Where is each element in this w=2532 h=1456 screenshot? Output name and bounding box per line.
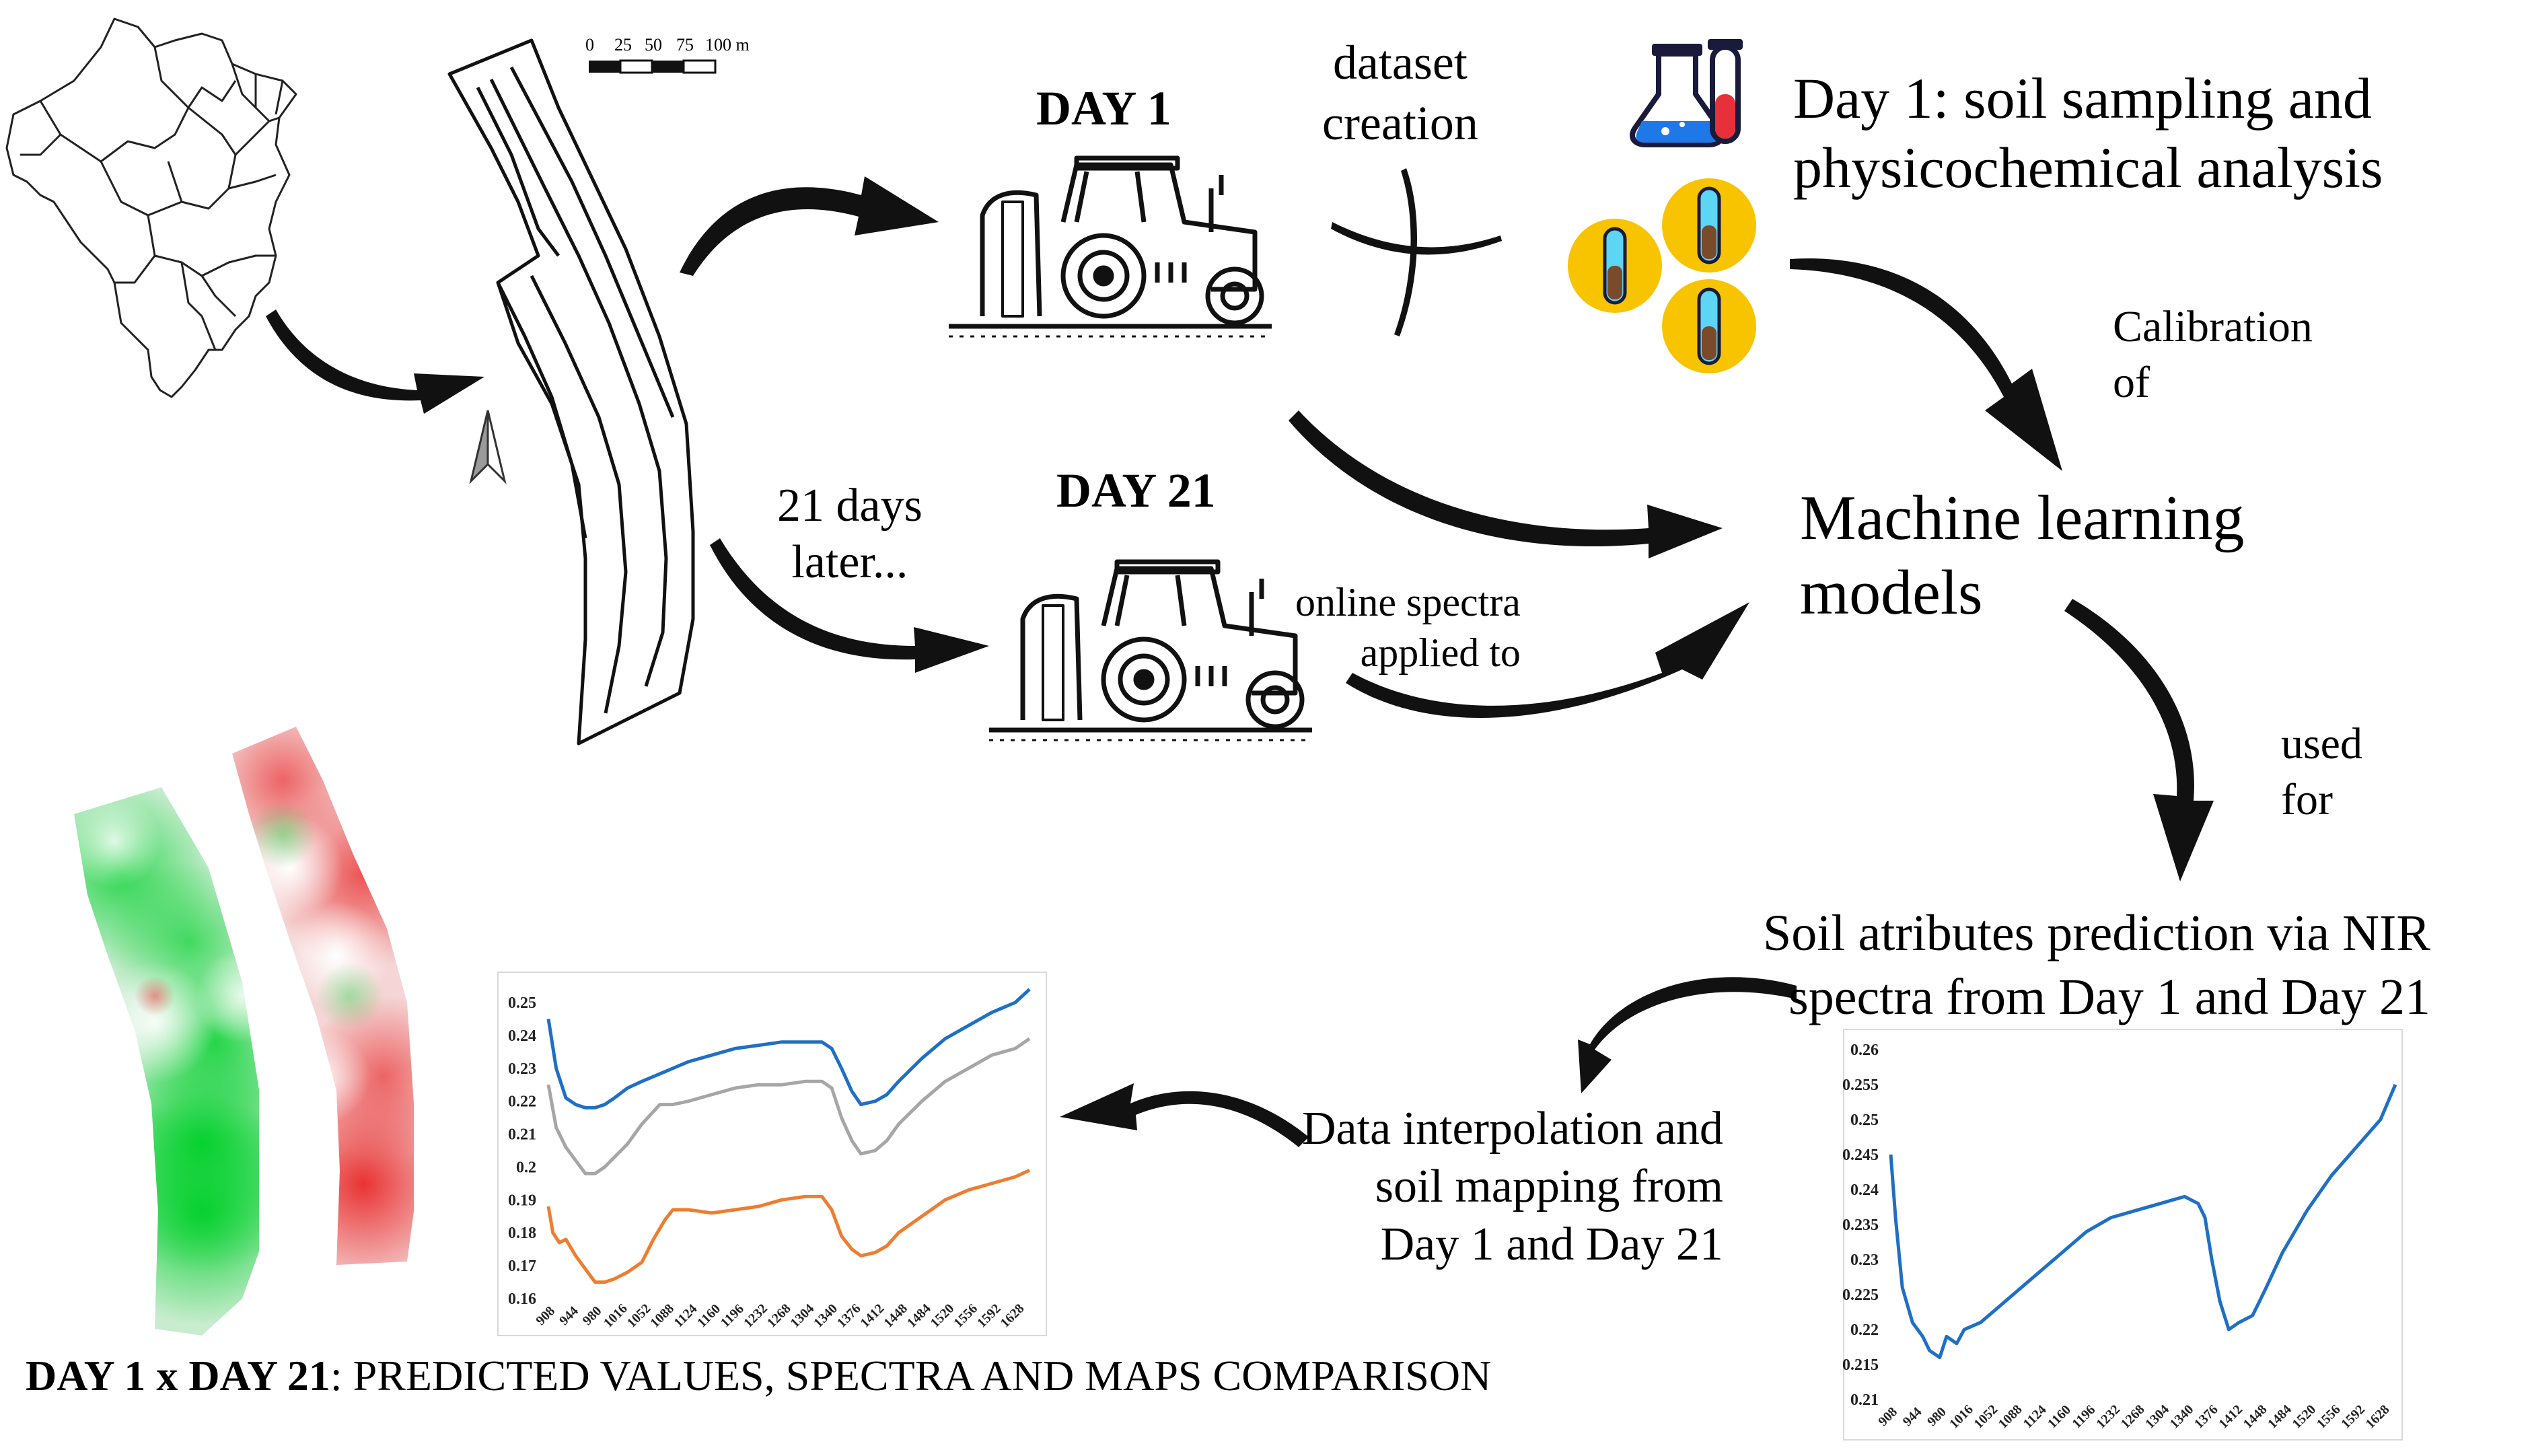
scale-tick-75: 75 (676, 35, 694, 54)
y-tick-label: 0.21 (1850, 1391, 1879, 1409)
interpolation-text: Data interpolation and soil mapping from… (1302, 1103, 1723, 1271)
tractor-day21-icon (989, 559, 1312, 741)
footer-caption: DAY 1 x DAY 21: PREDICTED VALUES, SPECTR… (26, 1352, 1491, 1399)
north-arrow-icon (469, 410, 507, 484)
tractor-day1-icon (949, 155, 1272, 338)
y-tick-label: 0.17 (508, 1258, 536, 1275)
series-line-0 (1889, 1084, 2397, 1360)
chart-frame (1843, 1029, 2403, 1441)
online-spectra-label: online spectra applied to (1295, 580, 1521, 675)
y-tick-label: 0.23 (1850, 1251, 1879, 1269)
y-tick-label: 0.2 (516, 1159, 536, 1176)
y-tick-label: 0.18 (508, 1225, 536, 1242)
lab-analysis-text: Day 1: soil sampling and physicochemical… (1793, 66, 2383, 201)
arrow-day21-to-ml (1346, 602, 1749, 719)
ml-models-title: Machine learning models (1800, 483, 2245, 628)
y-tick-label: 0.225 (1842, 1286, 1879, 1304)
y-tick-label: 0.16 (508, 1290, 536, 1308)
y-tick-label: 0.24 (1850, 1181, 1879, 1199)
footer-rest: : PREDICTED VALUES, SPECTRA AND MAPS COM… (330, 1352, 1492, 1399)
scale-bar: 0 25 50 75 100 m (585, 35, 750, 74)
spectra-comparison-chart: 0.160.170.180.190.20.210.220.230.240.259… (497, 972, 1047, 1336)
used-for-label: used for (2281, 719, 2362, 824)
later-label: 21 days later... (777, 480, 923, 588)
series-line-2 (546, 1169, 1031, 1284)
y-tick-label: 0.22 (508, 1093, 536, 1111)
scale-tick-50: 50 (645, 35, 662, 54)
arrow-interpolation-to-chart (1060, 1083, 1309, 1147)
series-line-0 (546, 988, 1031, 1109)
soil-sample-tubes-icon (1568, 178, 1756, 373)
y-tick-label: 0.23 (508, 1060, 536, 1078)
brazil-map (5, 17, 297, 398)
arrow-field-to-day21 (710, 538, 989, 673)
y-tick-label: 0.215 (1842, 1356, 1879, 1374)
lab-flasks-icon (1630, 39, 1743, 147)
y-tick-label: 0.25 (1850, 1112, 1879, 1129)
scale-tick-25: 25 (614, 35, 632, 54)
dataset-cross-mark (1331, 168, 1502, 336)
arrow-lab-to-ml (1790, 258, 2062, 471)
footer-bold: DAY 1 x DAY 21 (26, 1352, 330, 1399)
scale-tick-100: 100 m (705, 35, 750, 54)
arrow-prediction-to-interpolation (1578, 977, 1797, 1093)
y-tick-label: 0.235 (1842, 1216, 1879, 1234)
arrow-field-to-day1 (680, 176, 939, 276)
y-tick-label: 0.245 (1842, 1146, 1879, 1164)
arrow-brazil-to-field (266, 310, 484, 414)
y-tick-label: 0.24 (508, 1027, 536, 1045)
day1-title: DAY 1 (1036, 81, 1171, 135)
y-tick-label: 0.21 (508, 1126, 536, 1144)
arrow-ml-to-prediction (2064, 599, 2214, 881)
day21-title: DAY 21 (1056, 464, 1216, 517)
calibration-label: Calibration of (2113, 302, 2313, 407)
y-tick-label: 0.22 (1850, 1321, 1879, 1339)
y-tick-label: 0.25 (508, 994, 536, 1012)
dataset-creation-label: dataset creation (1322, 36, 1478, 150)
prediction-text: Soil atributes prediction via NIR spectr… (1763, 905, 2431, 1025)
y-tick-label: 0.26 (1850, 1042, 1879, 1059)
arrow-day1-to-ml (1289, 410, 1723, 558)
y-tick-label: 0.255 (1842, 1077, 1879, 1094)
field-outline (447, 38, 695, 745)
nir-spectrum-chart: 0.21 0.215 0.22 0.225 0.23 0.235 0.24 0.245 0.25… (1842, 1029, 2403, 1441)
series-line-1 (546, 1037, 1031, 1175)
scale-tick-0: 0 (585, 35, 594, 54)
y-tick-label: 0.19 (508, 1192, 536, 1209)
